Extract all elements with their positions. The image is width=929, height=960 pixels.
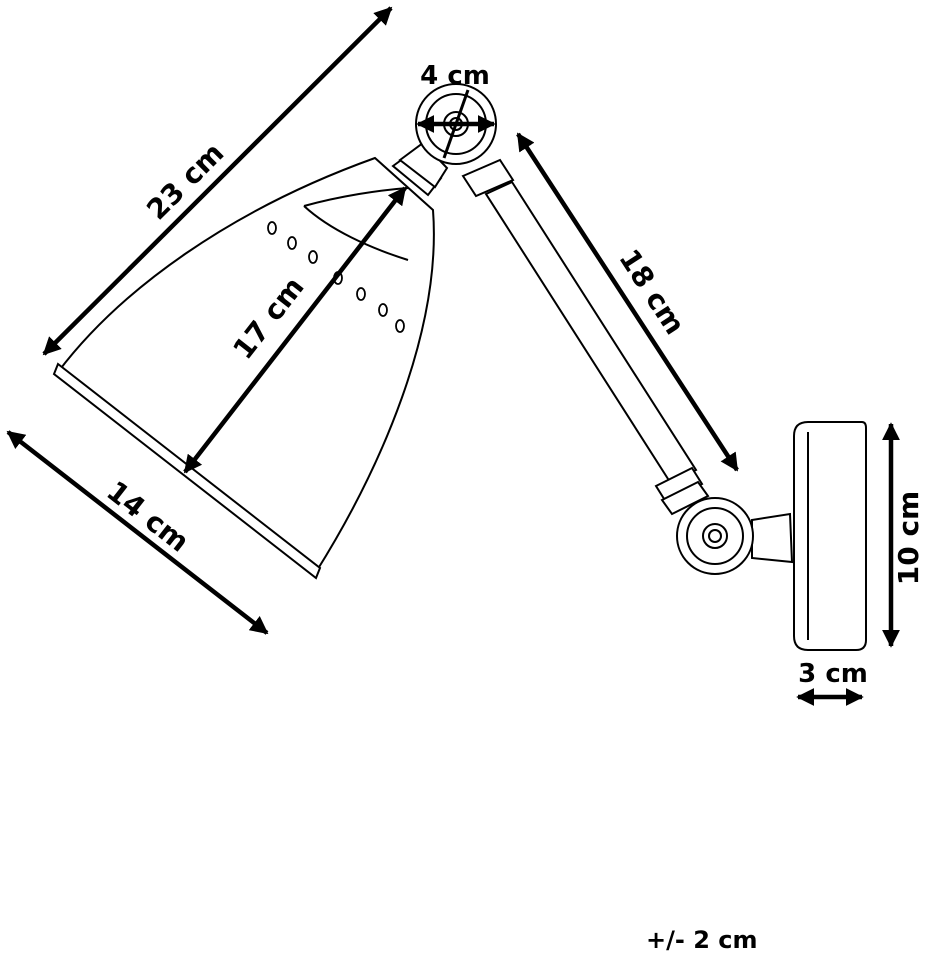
label-base-depth: 3 cm xyxy=(798,659,868,689)
lamp-arm xyxy=(461,158,710,516)
dimension-line-shade-length xyxy=(42,6,393,356)
tolerance-note: +/- 2 cm xyxy=(646,926,758,954)
label-base-height: 10 cm xyxy=(892,491,925,586)
label-arm-length: 18 cm xyxy=(612,243,691,340)
wall-base xyxy=(793,421,867,651)
dimension-lines xyxy=(6,6,900,706)
shade-neck xyxy=(391,141,449,197)
label-joint-diameter: 4 cm xyxy=(420,61,490,91)
dimension-line-shade-height xyxy=(183,186,407,474)
bottom-joint xyxy=(676,497,794,575)
dimension-line-arm-length xyxy=(516,132,739,472)
dimension-line-shade-diameter xyxy=(6,430,269,635)
